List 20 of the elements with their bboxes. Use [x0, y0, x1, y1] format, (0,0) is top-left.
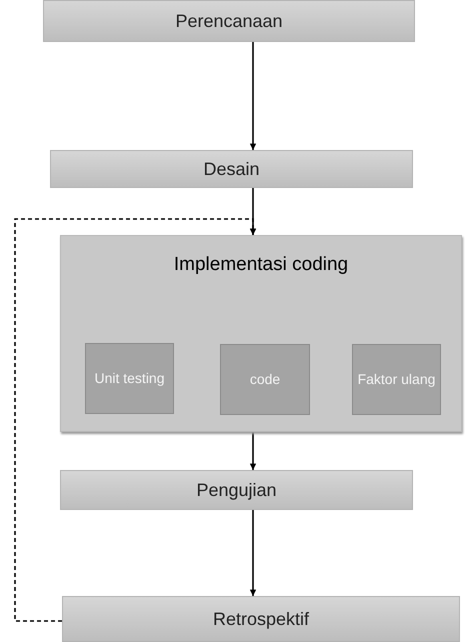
node-label: Implementasi coding [174, 254, 348, 276]
node-label: Perencanaan [175, 10, 283, 32]
node-label: Pengujian [196, 480, 277, 500]
sub-process-box [352, 344, 441, 415]
node-label: Faktor ulang [358, 370, 436, 389]
node-label: Retrospektif [212, 608, 310, 630]
process-box [62, 596, 460, 642]
arrow [250, 510, 256, 596]
dashed-feedback-arrow [14, 218, 256, 622]
sub-process-box [220, 344, 310, 415]
arrow [250, 432, 256, 470]
process-box [50, 150, 413, 188]
node-label: code [250, 370, 280, 389]
process-group-box [60, 235, 462, 432]
sub-process-box [85, 343, 174, 414]
process-box [43, 0, 415, 42]
node-label: Desain [203, 158, 260, 180]
node-label: Unit testing [94, 369, 165, 388]
process-box [60, 470, 413, 510]
arrow [250, 42, 256, 150]
